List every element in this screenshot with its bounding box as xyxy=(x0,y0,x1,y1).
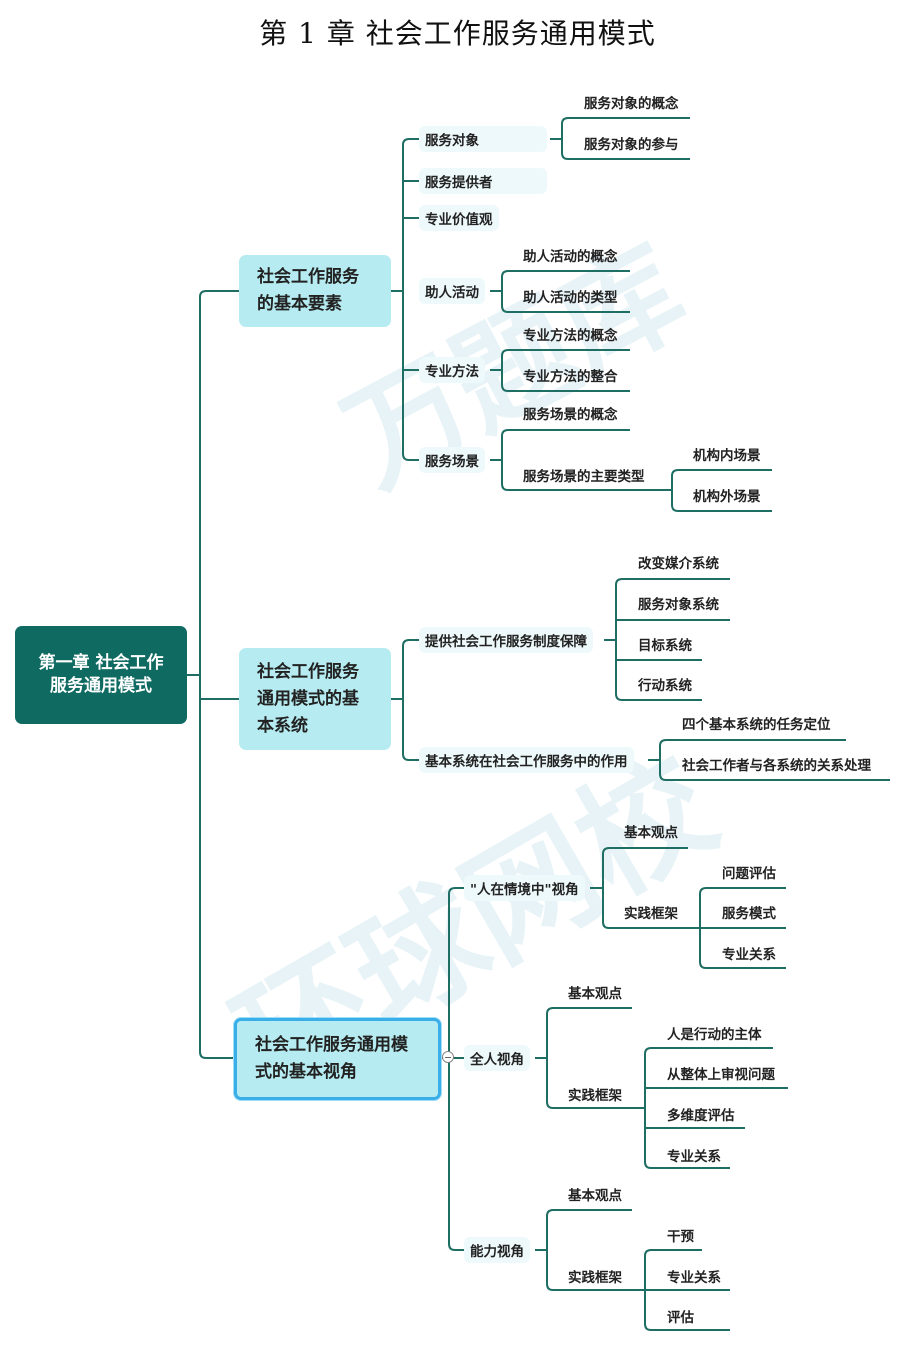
leaf[interactable]: 服务模式 xyxy=(722,906,776,922)
leaf[interactable]: 行动系统 xyxy=(638,678,692,694)
leaf[interactable]: 专业关系 xyxy=(667,1149,721,1165)
node-system-role[interactable]: 基本系统在社会工作服务中的作用 xyxy=(419,747,634,773)
leaf[interactable]: 评估 xyxy=(667,1310,694,1326)
leaf[interactable]: 专业方法的概念 xyxy=(523,328,618,344)
node-person-in-situation[interactable]: "人在情境中"视角 xyxy=(464,875,585,901)
node-setting-types[interactable]: 服务场景的主要类型 xyxy=(523,469,645,485)
node-strengths[interactable]: 能力视角 xyxy=(464,1237,530,1263)
leaf[interactable]: 专业关系 xyxy=(667,1270,721,1286)
leaf[interactable]: 四个基本系统的任务定位 xyxy=(682,717,831,733)
node-service-provider[interactable]: 服务提供者 xyxy=(419,168,547,194)
page-title: 第 1 章 社会工作服务通用模式 xyxy=(259,17,656,50)
leaf[interactable]: 助人活动的类型 xyxy=(523,290,618,306)
node-practice-framework[interactable]: 实践框架 xyxy=(624,906,678,922)
leaf[interactable]: 助人活动的概念 xyxy=(523,249,618,265)
node-practice-framework[interactable]: 实践框架 xyxy=(568,1270,622,1286)
root-node[interactable]: 第一章 社会工作服务通用模式 xyxy=(15,626,187,724)
node-helping-activity[interactable]: 助人活动 xyxy=(419,278,485,304)
leaf[interactable]: 多维度评估 xyxy=(667,1108,735,1124)
leaf[interactable]: 服务对象系统 xyxy=(638,597,719,613)
node-service-object[interactable]: 服务对象 xyxy=(419,126,547,152)
branch-basic-systems[interactable]: 社会工作服务通用模式的基本系统 xyxy=(239,648,391,750)
leaf[interactable]: 专业方法的整合 xyxy=(523,369,618,385)
leaf[interactable]: 干预 xyxy=(667,1229,694,1245)
leaf[interactable]: 问题评估 xyxy=(722,866,776,882)
node-professional-method[interactable]: 专业方法 xyxy=(419,357,485,383)
leaf[interactable]: 目标系统 xyxy=(638,638,692,654)
node-institutional-guarantee[interactable]: 提供社会工作服务制度保障 xyxy=(419,627,593,653)
leaf[interactable]: 改变媒介系统 xyxy=(638,556,719,572)
leaf[interactable]: 社会工作者与各系统的关系处理 xyxy=(682,758,871,774)
leaf[interactable]: 服务对象的概念 xyxy=(584,96,679,112)
leaf[interactable]: 专业关系 xyxy=(722,947,776,963)
branch-basic-perspectives[interactable]: 社会工作服务通用模式的基本视角 xyxy=(234,1018,441,1100)
leaf[interactable]: 人是行动的主体 xyxy=(667,1027,762,1043)
collapse-toggle[interactable] xyxy=(442,1051,454,1063)
node-service-setting[interactable]: 服务场景 xyxy=(419,447,485,473)
branch-basic-elements[interactable]: 社会工作服务的基本要素 xyxy=(239,255,391,327)
leaf[interactable]: 基本观点 xyxy=(568,986,622,1002)
leaf[interactable]: 从整体上审视问题 xyxy=(667,1067,775,1083)
leaf[interactable]: 服务场景的概念 xyxy=(523,407,618,423)
leaf[interactable]: 机构外场景 xyxy=(693,489,761,505)
leaf[interactable]: 机构内场景 xyxy=(693,448,761,464)
node-professional-values[interactable]: 专业价值观 xyxy=(419,205,499,231)
leaf[interactable]: 基本观点 xyxy=(568,1188,622,1204)
leaf[interactable]: 基本观点 xyxy=(624,825,678,841)
node-practice-framework[interactable]: 实践框架 xyxy=(568,1088,622,1104)
leaf[interactable]: 服务对象的参与 xyxy=(584,137,679,153)
node-whole-person[interactable]: 全人视角 xyxy=(464,1045,530,1071)
